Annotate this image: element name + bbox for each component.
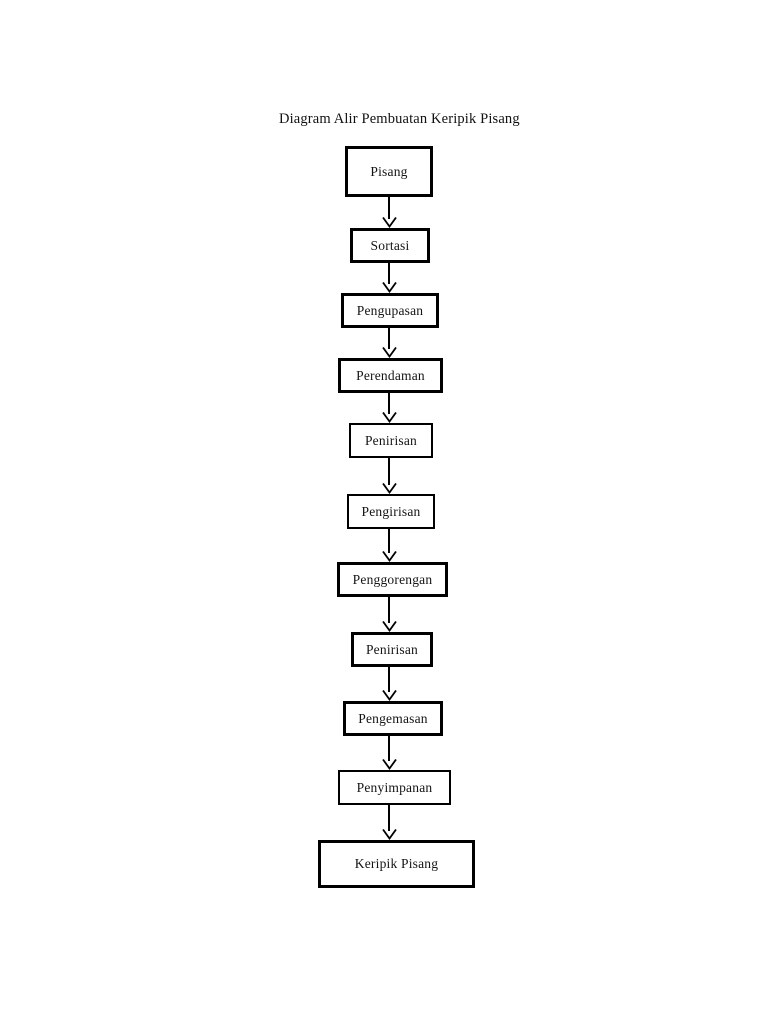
flow-node-label: Penirisan (365, 641, 419, 657)
arrow-head-down-icon (381, 759, 397, 770)
arrow-stem (388, 393, 390, 414)
arrow-head-down-icon (381, 551, 397, 562)
flow-arrow (378, 458, 400, 494)
flow-arrow (378, 736, 400, 770)
flow-node-n5: Penirisan (349, 423, 433, 458)
arrow-stem (388, 805, 390, 831)
flow-node-label: Penggorengan (352, 571, 433, 587)
arrow-stem (388, 458, 390, 485)
arrow-stem (388, 736, 390, 761)
arrow-head-down-icon (381, 829, 397, 840)
flow-node-n8: Penirisan (351, 632, 433, 667)
flow-node-label: Pisang (370, 163, 408, 179)
flow-arrow (378, 529, 400, 562)
arrow-head-down-icon (381, 217, 397, 228)
arrow-stem (388, 197, 390, 219)
arrow-head-down-icon (381, 347, 397, 358)
arrow-stem (388, 667, 390, 692)
flow-node-label: Pengupasan (356, 302, 424, 318)
arrow-stem (388, 597, 390, 623)
flow-arrow (378, 667, 400, 701)
flow-node-n10: Penyimpanan (338, 770, 451, 805)
arrow-stem (388, 529, 390, 553)
flow-arrow (378, 597, 400, 632)
flow-arrow (378, 393, 400, 423)
flow-node-label: Perendaman (356, 367, 425, 383)
page-title: Diagram Alir Pembuatan Keripik Pisang (279, 111, 520, 127)
flow-node-n7: Penggorengan (337, 562, 448, 597)
arrow-head-down-icon (381, 483, 397, 494)
flow-node-label: Keripik Pisang (354, 856, 439, 871)
flow-node-label: Penirisan (364, 432, 418, 448)
arrow-head-down-icon (381, 690, 397, 701)
arrow-head-down-icon (381, 282, 397, 293)
arrow-stem (388, 263, 390, 284)
flow-node-label: Sortasi (370, 237, 410, 253)
flow-node-n2: Sortasi (350, 228, 430, 263)
flow-node-label: Pengemasan (358, 710, 428, 726)
flow-arrow (378, 263, 400, 293)
flow-node-n9: Pengemasan (343, 701, 443, 736)
flow-arrow (378, 805, 400, 840)
flow-node-label: Pengirisan (361, 503, 421, 519)
flow-node-n3: Pengupasan (341, 293, 439, 328)
flow-node-n11: Keripik Pisang (318, 840, 475, 888)
arrow-stem (388, 328, 390, 349)
flow-node-n4: Perendaman (338, 358, 443, 393)
flow-node-n1: Pisang (345, 146, 433, 197)
arrow-head-down-icon (381, 412, 397, 423)
flow-node-n6: Pengirisan (347, 494, 435, 529)
flow-arrow (378, 328, 400, 358)
flow-arrow (378, 197, 400, 228)
flow-node-label: Penyimpanan (356, 779, 433, 795)
arrow-head-down-icon (381, 621, 397, 632)
